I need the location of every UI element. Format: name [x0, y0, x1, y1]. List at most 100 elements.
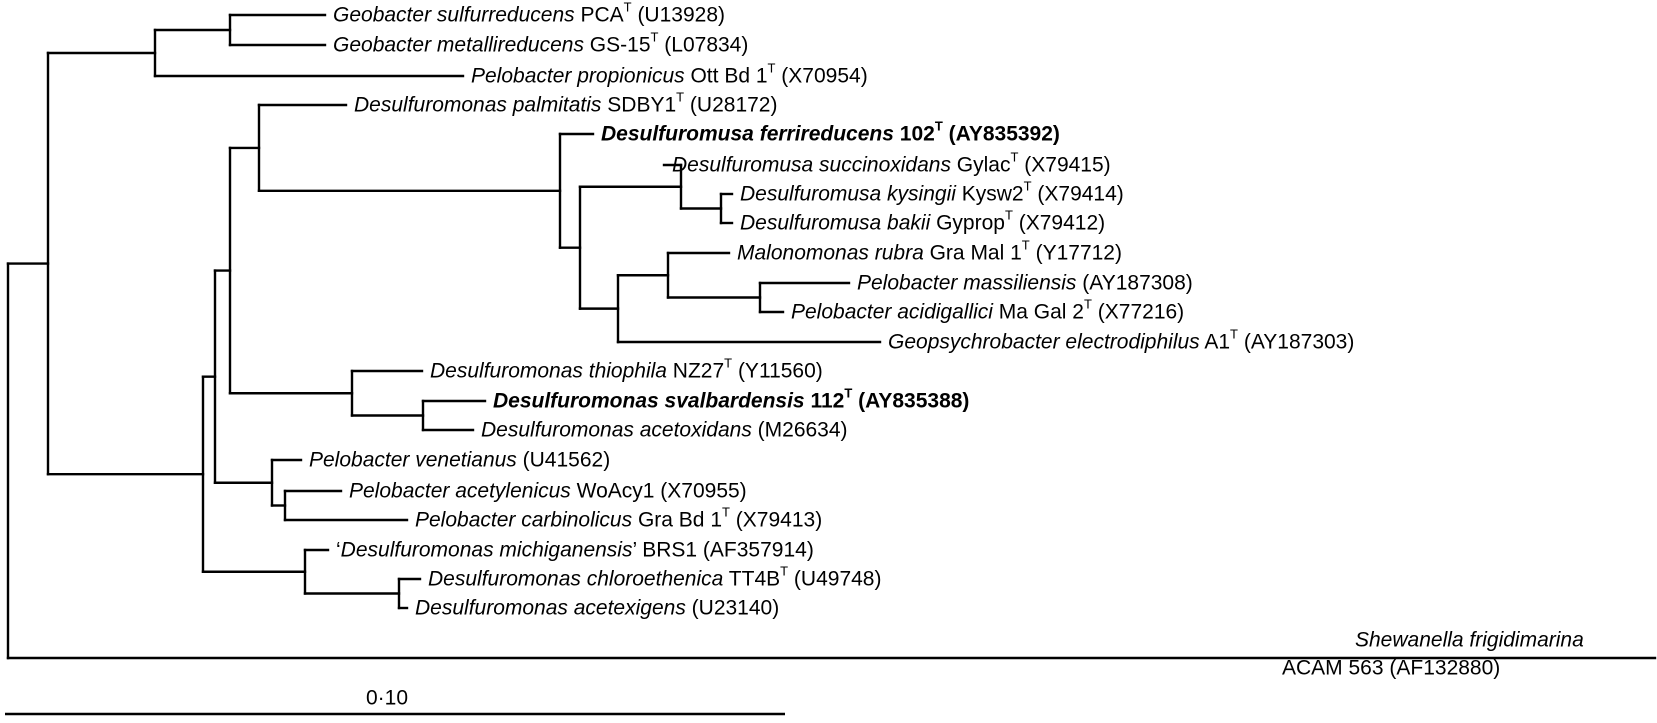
accession-number: (AY835392) [942, 122, 1060, 146]
species-name: Pelobacter massiliensis [857, 271, 1077, 295]
type-strain-mark: T [1021, 237, 1030, 253]
accession-number: (Y17712) [1029, 241, 1122, 265]
accession-number: (X79414) [1031, 182, 1124, 206]
species-name: Desulfuromusa ferrireducens [601, 122, 894, 146]
accession-number: (X79415) [1018, 153, 1111, 177]
type-strain-mark: T [722, 504, 730, 520]
taxon-label-dsm-acetox: Desulfuromonas acetoxidans (M26634) [481, 420, 848, 441]
taxon-label-dsm-sval: Desulfuromonas svalbardensis 112T (AY835… [493, 387, 970, 413]
accession-number: (X70955) [654, 479, 747, 503]
accession-number: (U28172) [684, 93, 778, 117]
quote-open: ‘ [336, 538, 341, 562]
accession-number: (U13928) [631, 3, 725, 27]
type-strain-mark: T [1004, 207, 1013, 223]
type-strain-mark: T [1023, 178, 1032, 194]
strain-designation: NZ27 [666, 359, 725, 383]
taxon-label-mal-rubra: Malonomonas rubra Gra Mal 1T (Y17712) [737, 239, 1122, 265]
species-name: Desulfuromonas acetoxidans [481, 418, 752, 442]
taxon-label-dsa-kys: Desulfuromusa kysingii Kysw2T (X79414) [740, 180, 1124, 206]
species-name: Pelobacter acidigallici [791, 300, 993, 324]
strain-designation: BRS1 [636, 538, 698, 562]
type-strain-mark: T [724, 355, 733, 371]
type-strain-mark: T [844, 385, 853, 401]
species-name: Geobacter sulfurreducens [333, 3, 575, 27]
strain-designation: 112 [804, 389, 845, 413]
species-name: Shewanella frigidimarina [1355, 628, 1584, 652]
accession-number: (AY187308) [1076, 271, 1193, 295]
accession-number: (X79413) [729, 508, 823, 532]
taxon-label-shew-frig-line2: ACAM 563 (AF132880) [1282, 656, 1501, 680]
taxon-label-geo-sulf: Geobacter sulfurreducens PCAT (U13928) [333, 1, 725, 27]
accession-number: (X77216) [1091, 300, 1185, 324]
species-name: Pelobacter propionicus [471, 64, 685, 88]
species-name: Desulfuromusa bakii [740, 211, 931, 235]
species-name: Desulfuromonas thiophila [430, 359, 667, 383]
strain-designation: Ma Gal 2 [992, 300, 1084, 324]
taxon-label-dsa-bakii: Desulfuromusa bakii GypropT (X79412) [740, 209, 1106, 235]
species-name: Desulfuromonas acetexigens [415, 596, 686, 620]
species-name: Desulfuromonas chloroethenica [428, 567, 724, 591]
species-name: Malonomonas rubra [737, 241, 924, 265]
accession-number: (U23140) [685, 596, 780, 620]
taxon-label-pel-mass: Pelobacter massiliensis (AY187308) [857, 273, 1193, 294]
taxon-label-dsm-palm: Desulfuromonas palmitatis SDBY1T (U28172… [354, 91, 778, 117]
type-strain-mark: T [767, 60, 776, 76]
strain-designation: PCA [574, 3, 624, 27]
type-strain-mark: T [650, 29, 659, 45]
strain-designation: Gyprop [930, 211, 1005, 235]
branch-lines [6, 13, 1657, 660]
species-name: Desulfuromusa succinoxidans [672, 153, 951, 177]
taxon-label-dsa-ferri: Desulfuromusa ferrireducens 102T (AY8353… [601, 120, 1060, 146]
accession-number: (U49748) [788, 567, 882, 591]
accession-number: (M26634) [751, 418, 848, 442]
taxon-label-pel-prop: Pelobacter propionicus Ott Bd 1T (X70954… [471, 62, 868, 88]
taxon-label-shew-frig: Shewanella frigidimarina [1355, 630, 1584, 651]
taxon-label-dsa-succ: Desulfuromusa succinoxidans GylacT (X794… [672, 151, 1111, 177]
taxon-label-dsm-chloro: Desulfuromonas chloroethenica TT4BT (U49… [428, 565, 882, 591]
type-strain-mark: T [1230, 326, 1238, 342]
accession-number: (AF357914) [697, 538, 814, 562]
type-strain-mark: T [623, 0, 632, 15]
taxon-label-dsm-mich: ‘Desulfuromonas michiganensis’ BRS1 (AF3… [336, 540, 814, 561]
scale-bar-label: 0·10 [366, 686, 409, 710]
strain-designation: A1 [1199, 330, 1231, 354]
species-name: Pelobacter acetylenicus [349, 479, 571, 503]
type-strain-mark: T [934, 118, 943, 134]
accession-number: (X70954) [775, 64, 868, 88]
strain-designation: GS-15 [583, 33, 651, 57]
taxon-label-geop-elec: Geopsychrobacter electrodiphilus A1T (AY… [888, 328, 1355, 354]
strain-designation: Kysw2 [955, 182, 1024, 206]
accession-number: (AY835388) [852, 389, 970, 413]
species-name: Desulfuromonas michiganensis [340, 538, 633, 562]
species-name: Desulfuromusa kysingii [740, 182, 956, 206]
taxon-label-dsm-acetex: Desulfuromonas acetexigens (U23140) [415, 598, 779, 619]
accession-number: (Y11560) [732, 359, 823, 383]
type-strain-mark: T [1084, 296, 1092, 312]
species-name: Pelobacter carbinolicus [415, 508, 633, 532]
species-name: Geopsychrobacter electrodiphilus [888, 330, 1200, 354]
strain-designation: Gra Mal 1 [923, 241, 1022, 265]
taxon-label-dsm-thio: Desulfuromonas thiophila NZ27T (Y11560) [430, 357, 823, 383]
accession-number: (U41562) [516, 448, 611, 472]
taxon-label-pel-carb: Pelobacter carbinolicus Gra Bd 1T (X7941… [415, 506, 823, 532]
taxon-label-pel-acid: Pelobacter acidigallici Ma Gal 2T (X7721… [791, 298, 1185, 324]
strain-designation: Gylac [950, 153, 1011, 177]
type-strain-mark: T [676, 89, 685, 105]
species-name: Desulfuromonas palmitatis [354, 93, 602, 117]
species-name: Geobacter metallireducens [333, 33, 584, 57]
strain-designation: SDBY1 [601, 93, 677, 117]
strain-designation: 102 [893, 122, 935, 146]
species-name: Pelobacter venetianus [309, 448, 517, 472]
accession-number: (X79412) [1012, 211, 1106, 235]
species-name: Desulfuromonas svalbardensis [493, 389, 805, 413]
strain-designation: Gra Bd 1 [632, 508, 723, 532]
type-strain-mark: T [1010, 149, 1019, 165]
taxon-label-geo-metal: Geobacter metallireducens GS-15T (L07834… [333, 31, 748, 57]
strain-designation: Ott Bd 1 [684, 64, 768, 88]
taxon-label-pel-ven: Pelobacter venetianus (U41562) [309, 450, 610, 471]
strain-designation: TT4B [723, 567, 781, 591]
accession-number: (AY187303) [1238, 330, 1355, 354]
taxon-label-pel-acet: Pelobacter acetylenicus WoAcy1 (X70955) [349, 481, 747, 502]
